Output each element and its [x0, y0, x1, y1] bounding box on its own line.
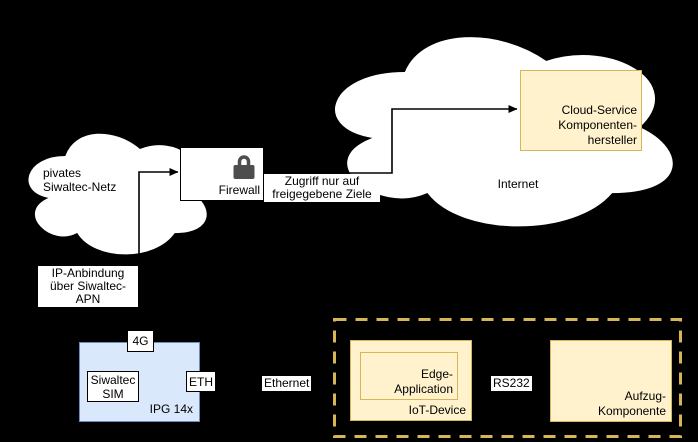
- lock-icon: [233, 155, 255, 179]
- cloud-service-label-line3: hersteller: [587, 133, 637, 147]
- private-network-label-line1: pivates: [43, 166, 82, 180]
- cloud-service-label-line1: Cloud-Service: [561, 103, 637, 117]
- iot-device-label: IoT-Device: [408, 403, 466, 417]
- edge-label-ip-anbindung: IP-Anbindung über Siwaltec-APN: [38, 266, 138, 307]
- ip-anbindung-label-line1: IP-Anbindung: [51, 266, 125, 280]
- siwaltec-sim-chip: Siwaltec SIM: [87, 371, 139, 402]
- edge-label-rs232: RS232: [491, 376, 532, 391]
- aufzug-label-line1: Aufzug-: [624, 389, 666, 403]
- aufzug-label-line2: Komponente: [597, 404, 666, 418]
- edge-application-node: Edge- Application: [360, 352, 458, 400]
- private-network-label-line2: Siwaltec-Netz: [43, 180, 117, 194]
- port-eth-label: ETH: [189, 374, 213, 389]
- edge-firewall-to-cloud-service: [264, 105, 518, 174]
- edge-label-ethernet: Ethernet: [262, 376, 312, 391]
- port-4g-label: 4G: [132, 334, 149, 348]
- zugriff-label-line1: Zugriff nur auf: [284, 174, 360, 188]
- zugriff-label-line2: freigegebene Ziele: [272, 187, 372, 201]
- firewall-node: Firewall: [180, 147, 264, 201]
- edge-application-label-line1: Edge-: [420, 367, 453, 381]
- edge-apn-to-firewall: [138, 168, 179, 263]
- ipg-gateway-label: IPG 14x: [149, 402, 193, 416]
- edge-application-label-line2: Application: [394, 382, 453, 396]
- edge-label-zugriff: Zugriff nur auf freigegebene Ziele: [264, 174, 380, 202]
- sim-label-line2: SIM: [102, 386, 124, 401]
- aufzug-komponente-node: Aufzug- Komponente: [550, 340, 672, 422]
- sim-label-line1: Siwaltec: [90, 372, 136, 387]
- firewall-label: Firewall: [218, 183, 260, 197]
- private-network-label: pivates Siwaltec-Netz: [43, 166, 116, 194]
- private-network-cloud: [27, 132, 208, 256]
- internet-label: Internet: [497, 177, 539, 191]
- cloud-service-node: Cloud-Service Komponenten- hersteller: [520, 70, 642, 151]
- port-eth-chip: ETH: [186, 371, 216, 392]
- port-4g-chip: 4G: [127, 330, 154, 352]
- ip-anbindung-label-line2: über Siwaltec-APN: [49, 279, 127, 306]
- iot-zone-dashed-border: [333, 318, 682, 438]
- cloud-service-label-line2: Komponenten-: [558, 118, 637, 132]
